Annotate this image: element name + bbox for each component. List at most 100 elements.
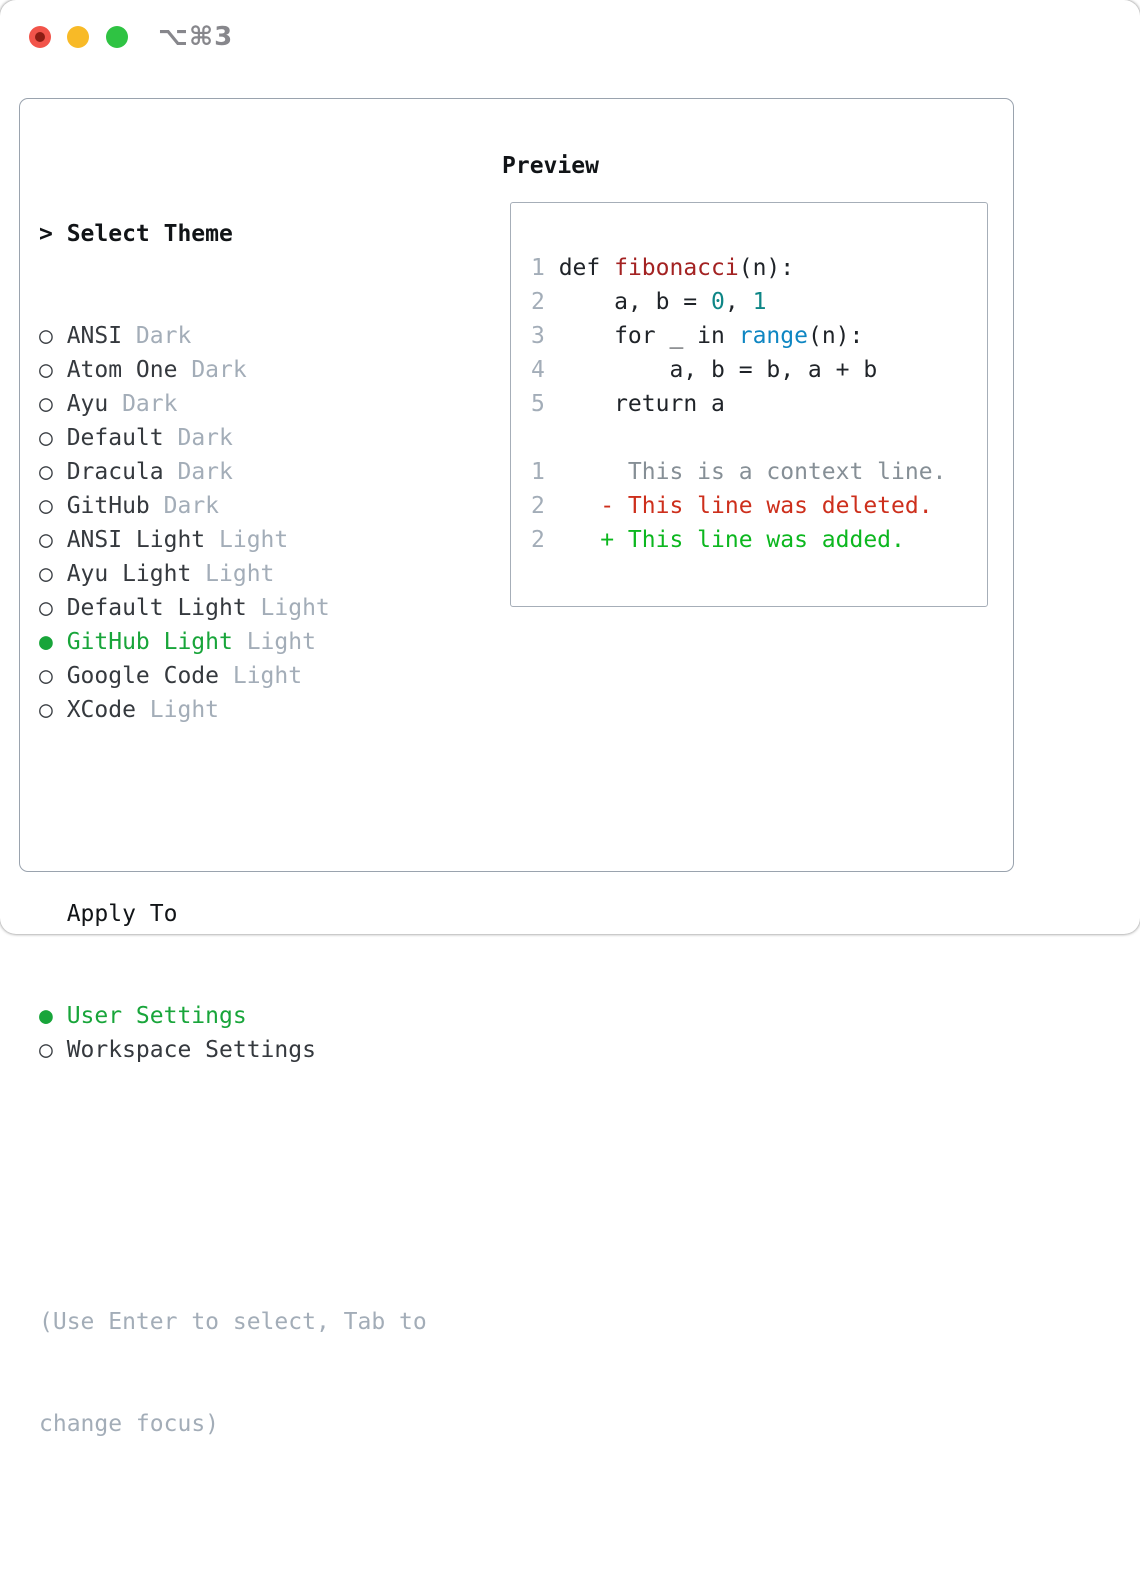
theme-name: Default Light	[67, 595, 247, 621]
radio-icon: ○	[39, 659, 67, 693]
hint-text: (Use Enter to select, Tab to change focu…	[39, 1237, 427, 1509]
code-line: 5 return a	[531, 387, 946, 421]
theme-variant-label: Dark	[136, 323, 191, 349]
line-number: 1	[531, 251, 559, 285]
code-token-deletion: - This line was deleted.	[559, 493, 933, 519]
theme-name: XCode	[67, 697, 136, 723]
radio-icon: ○	[39, 1033, 67, 1067]
theme-variant-label: Light	[205, 561, 274, 587]
hint-line-1: (Use Enter to select, Tab to	[39, 1305, 427, 1339]
theme-option-default[interactable]: ○Default Dark	[39, 421, 427, 455]
line-number: 1	[531, 455, 559, 489]
code-line: 4 a, b = b, a + b	[531, 353, 946, 387]
diff-line: 1 This is a context line.	[531, 455, 946, 489]
code-token-plain	[725, 323, 739, 349]
code-token-keyword: def	[559, 255, 601, 281]
theme-variant-label: Dark	[177, 459, 232, 485]
code-line: 2 a, b = 0, 1	[531, 285, 946, 319]
code-token-plain: (n):	[739, 255, 794, 281]
line-number: 4	[531, 353, 559, 387]
radio-icon: ○	[39, 489, 67, 523]
theme-variant-label: Light	[261, 595, 330, 621]
radio-icon: ○	[39, 523, 67, 557]
select-theme-title: Select Theme	[67, 221, 233, 247]
radio-selected-icon: ●	[39, 625, 67, 659]
code-token-plain: _	[656, 323, 698, 349]
theme-option-default-light[interactable]: ○Default Light Light	[39, 591, 427, 625]
radio-selected-icon: ●	[39, 999, 67, 1033]
zoom-button[interactable]	[106, 26, 128, 48]
radio-icon: ○	[39, 353, 67, 387]
code-token-keyword: return	[614, 391, 697, 417]
line-number: 2	[531, 523, 559, 557]
code-token-function: fibonacci	[614, 255, 739, 281]
window-hotkey-label: ⌥⌘3	[158, 21, 233, 53]
theme-option-dracula[interactable]: ○Dracula Dark	[39, 455, 427, 489]
code-token-number: 0	[711, 289, 725, 315]
code-token-plain: a, b =	[559, 289, 711, 315]
theme-variant-label: Light	[150, 697, 219, 723]
line-number: 2	[531, 489, 559, 523]
apply-option-workspace-settings[interactable]: ○Workspace Settings	[39, 1033, 427, 1067]
code-token-context: This is a context line.	[559, 459, 947, 485]
code-token-keyword: in	[697, 323, 725, 349]
preview-title: Preview	[502, 149, 599, 183]
select-theme-header: >Select Theme	[39, 217, 427, 251]
code-token-builtin: range	[739, 323, 808, 349]
theme-variant-label: Dark	[122, 391, 177, 417]
theme-name: ANSI	[67, 323, 122, 349]
theme-variant-label: Dark	[177, 425, 232, 451]
theme-variant-label: Light	[219, 527, 288, 553]
code-token-plain: (n):	[808, 323, 863, 349]
apply-option-user-settings[interactable]: ●User Settings	[39, 999, 427, 1033]
theme-name: Atom One	[67, 357, 178, 383]
code-token-plain: a, b = b, a + b	[559, 357, 878, 383]
line-number: 3	[531, 319, 559, 353]
code-token-plain: ,	[725, 289, 753, 315]
theme-option-github-light[interactable]: ●GitHub Light Light	[39, 625, 427, 659]
code-token-number: 1	[753, 289, 767, 315]
section-gap	[39, 1135, 427, 1169]
theme-name: Dracula	[67, 459, 164, 485]
radio-icon: ○	[39, 591, 67, 625]
diff-line: 2 - This line was deleted.	[531, 489, 946, 523]
radio-icon: ○	[39, 387, 67, 421]
theme-variant-label: Dark	[164, 493, 219, 519]
theme-name: Google Code	[67, 663, 219, 689]
blank-line	[531, 421, 946, 455]
theme-name: GitHub Light	[67, 629, 233, 655]
close-button[interactable]	[29, 26, 51, 48]
theme-name: Default	[67, 425, 164, 451]
minimize-button[interactable]	[67, 26, 89, 48]
radio-icon: ○	[39, 557, 67, 591]
radio-icon: ○	[39, 455, 67, 489]
theme-variant-label: Light	[247, 629, 316, 655]
code-token-plain: a	[697, 391, 725, 417]
section-gap	[39, 795, 427, 829]
code-token-plain	[559, 391, 614, 417]
code-token-plain	[600, 255, 614, 281]
code-token-plain	[559, 323, 614, 349]
unsaved-indicator-dot	[35, 32, 45, 42]
code-line: 3 for _ in range(n):	[531, 319, 946, 353]
apply-option-label: Workspace Settings	[67, 1037, 316, 1063]
radio-icon: ○	[39, 421, 67, 455]
titlebar: ⌥⌘3	[0, 0, 1140, 75]
line-number: 2	[531, 285, 559, 319]
focus-caret-icon: >	[39, 217, 67, 251]
apply-to-header: Apply To	[67, 897, 427, 931]
